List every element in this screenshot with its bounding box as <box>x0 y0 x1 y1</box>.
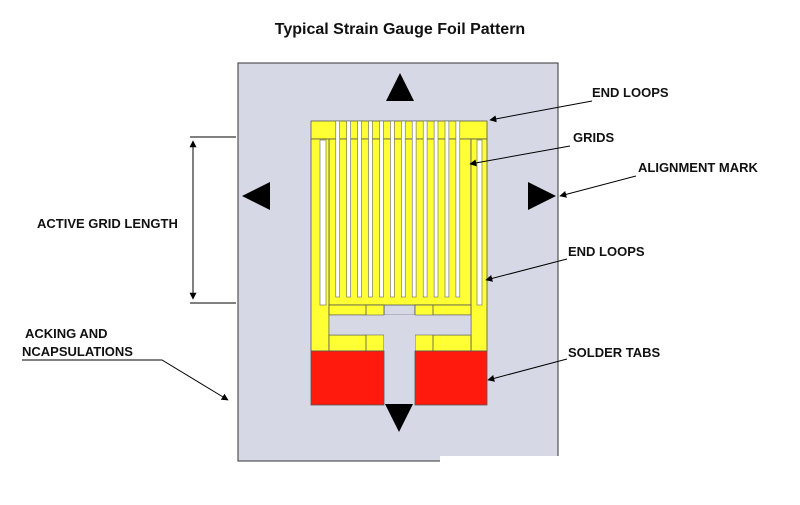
label-solder-tabs: SOLDER TABS <box>568 345 661 360</box>
grid-slot <box>346 120 351 298</box>
alignment-mark-right-icon <box>528 182 556 210</box>
label-end-loops-side: END LOOPS <box>568 244 645 259</box>
grid-slot <box>444 120 450 298</box>
label-grids: GRIDS <box>573 130 615 145</box>
label-alignment-mark: ALIGNMENT MARK <box>638 160 758 175</box>
outer-channel-slot <box>319 139 327 306</box>
label-end-loops-top: END LOOPS <box>592 85 669 100</box>
solder-tab-left <box>310 350 385 406</box>
label-active-grid-length: ACTIVE GRID LENGTH <box>37 216 178 231</box>
grid-slots <box>319 120 483 407</box>
leader-lines <box>22 100 637 401</box>
alignment-mark-bottom-icon <box>385 404 413 432</box>
label-backing-line2: NCAPSULATIONS <box>22 344 133 359</box>
grid-slot <box>368 120 373 298</box>
grid-slot <box>422 120 428 298</box>
alignment-mark-left-icon <box>242 182 270 210</box>
grid-slot <box>390 120 395 298</box>
active-grid-length-dimension <box>189 136 236 304</box>
outer-channel-slot <box>476 139 483 306</box>
grid-slot <box>379 120 384 298</box>
leader-end-loops-side <box>485 258 568 282</box>
diagram-title: Typical Strain Gauge Foil Pattern <box>275 21 525 38</box>
grid-slot <box>400 120 406 298</box>
grid-slot <box>335 120 340 298</box>
grid-slot <box>411 120 417 298</box>
grid-slot <box>433 120 439 298</box>
alignment-marks <box>242 73 556 432</box>
alignment-mark-top-icon <box>386 73 414 101</box>
grid-slot <box>357 120 362 298</box>
leader-alignment-mark <box>559 175 637 198</box>
leader-grids <box>469 145 571 167</box>
grid-slot <box>455 120 461 298</box>
center-gap <box>384 315 415 407</box>
label-backing-line1: ACKING AND <box>25 326 108 341</box>
leader-backing <box>22 359 229 401</box>
leader-end-loops-top <box>489 100 593 123</box>
leader-solder-tabs <box>487 358 568 382</box>
solder-tab-right <box>414 350 488 406</box>
backing-edge-gap <box>440 456 562 466</box>
